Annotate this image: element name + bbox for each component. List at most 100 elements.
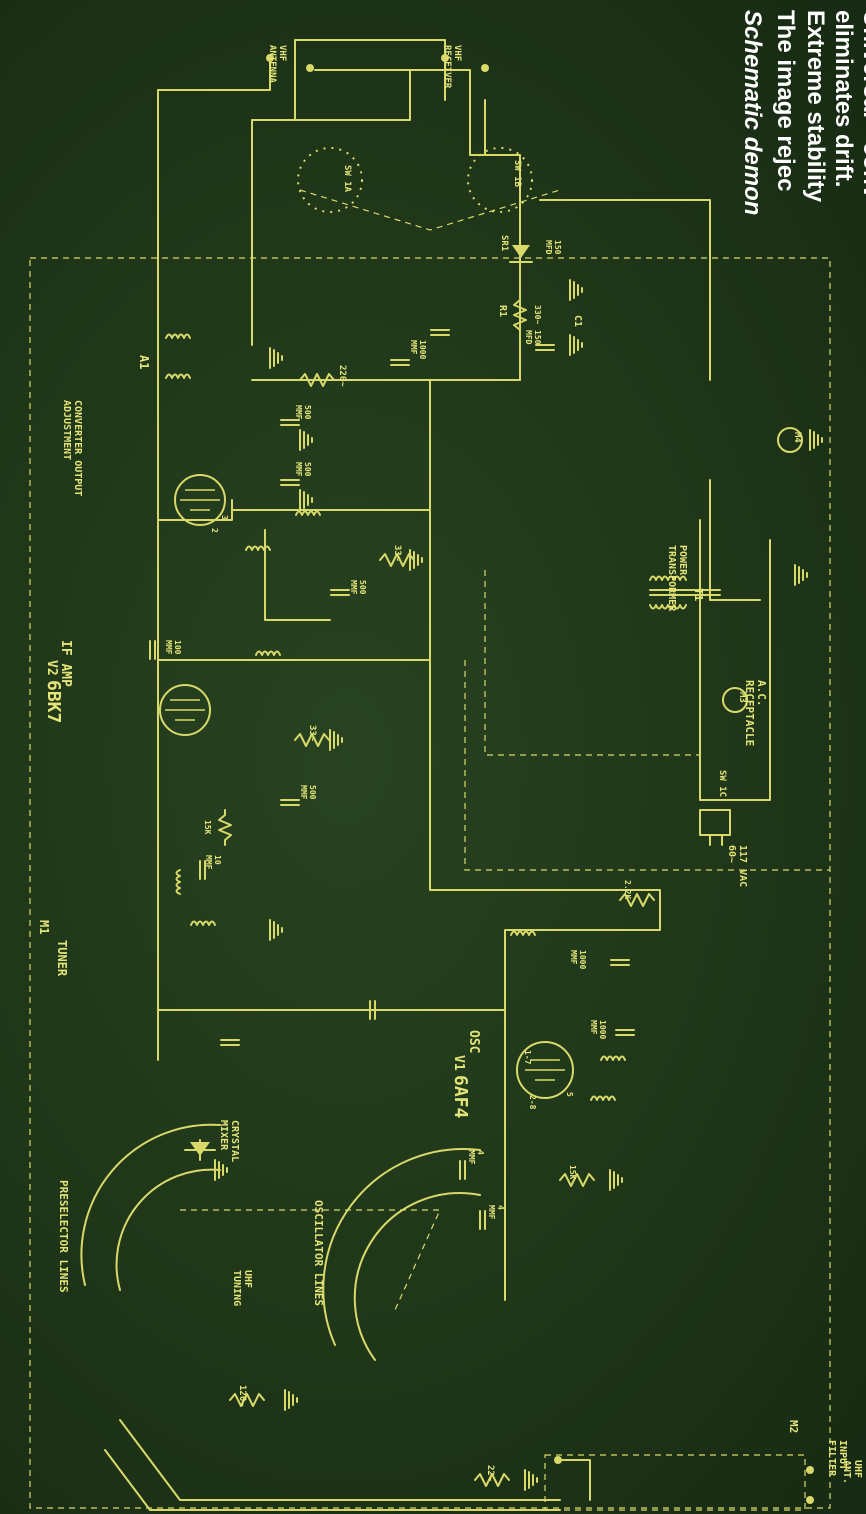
capacitor-150-a	[430, 329, 450, 336]
receptacle-ref: M3	[737, 692, 747, 703]
svg-text:CRYSTALMIXER: CRYSTALMIXER	[218, 1120, 240, 1162]
svg-text:INPUTFILTER: INPUTFILTER	[826, 1440, 848, 1477]
svg-text:The image rejec: The image rejec	[772, 10, 799, 191]
svg-text:eliminates drift.: eliminates drift.	[830, 10, 857, 187]
osc-choke-1	[510, 930, 536, 936]
sw1c-label: SW 1C	[717, 770, 727, 797]
osc-type: 6AF4	[450, 1075, 471, 1119]
svg-text:SW 1B: SW 1B	[512, 160, 522, 188]
capacitor-4-b	[479, 1210, 486, 1230]
input-filter-ref: M2	[787, 1420, 800, 1433]
transformer-ref: T1	[692, 588, 705, 602]
converter-output-label: CONVERTER OUTPUTADJUSTMENT	[61, 400, 83, 496]
transformer-secondary	[649, 604, 687, 610]
pin-3-label: 3	[220, 515, 229, 520]
preselector-arc-inner	[115, 1168, 221, 1291]
terminal-uhf-2	[806, 1496, 814, 1504]
ground-symbol	[794, 564, 808, 586]
r1-ref-label: R1	[497, 305, 508, 317]
ground-symbol	[299, 429, 313, 451]
svg-text:PRESELECTOR LINES: PRESELECTOR LINES	[57, 1180, 70, 1293]
tuner-label: TUNER	[55, 940, 69, 977]
ground-symbol	[569, 334, 583, 356]
crystal-mixer-label: CRYSTALMIXER	[218, 1120, 240, 1162]
capacitor-500-a	[280, 419, 300, 426]
preselector-label: PRESELECTOR LINES	[57, 1180, 70, 1293]
capacitor-4-a	[459, 1160, 466, 1180]
resistor-120	[229, 1393, 265, 1407]
caption-line-5: Universal—conv	[858, 10, 866, 199]
capacitor-500-c	[330, 589, 350, 596]
capacitor-1000	[390, 359, 410, 366]
c-4-b-label: 4MMF	[487, 1205, 505, 1220]
caption-line-4: eliminates drift.	[830, 10, 857, 187]
wire-plate	[157, 499, 233, 521]
r-15k-a-label: 15K	[203, 820, 212, 835]
wire-b-plus-down	[429, 379, 661, 1101]
svg-text:VHFANTENNA: VHFANTENNA	[267, 45, 287, 84]
svg-text:A.C.RECEPTACLE: A.C.RECEPTACLE	[743, 680, 768, 746]
r-33-b-label: 33~	[307, 725, 317, 742]
c-1000-osc-label: 1000MMF	[569, 950, 587, 969]
c-500-d-label: 500MMF	[299, 785, 317, 800]
wire-if	[157, 599, 431, 661]
sw1b-label: SW 1B	[512, 160, 522, 188]
c-500-b-label: 500MMF	[294, 462, 312, 477]
svg-text:SW 1A: SW 1A	[342, 165, 352, 193]
oscillator-arc-outer	[322, 1148, 481, 1346]
vhf-antenna-label: VHFANTENNA	[267, 45, 287, 84]
caption-line-1: Schematic demon	[739, 10, 766, 215]
c-500-c-label: 500MMF	[349, 580, 367, 595]
c-150-label: 150MFD	[544, 240, 562, 255]
svg-text:UHFANT.: UHFANT.	[841, 1460, 863, 1484]
switch-linkage-2	[464, 660, 830, 871]
r-33-a-label: 33~	[392, 545, 402, 562]
resistor-22	[474, 1473, 510, 1487]
input-filter-label: INPUTFILTER	[826, 1440, 848, 1477]
output-coil-1	[165, 333, 191, 339]
terminal-vhf-antenna-1	[266, 54, 274, 62]
resistor-33-b	[294, 733, 330, 747]
tuner-enclosure	[29, 257, 831, 1509]
caption-line-3: Extreme stability	[802, 10, 829, 203]
wire-top-1	[157, 59, 271, 91]
preselector-arc-outer	[80, 1123, 221, 1286]
svg-text:SW 1C: SW 1C	[717, 770, 727, 797]
wire-pilot	[709, 479, 761, 601]
resistor-r1	[513, 299, 527, 331]
if-amp-label: IF AMP	[58, 640, 73, 687]
capacitor-500-b	[280, 479, 300, 486]
ground-symbol	[299, 489, 313, 511]
ac-receptacle	[722, 687, 748, 713]
c-4-a-label: 4MMF	[467, 1150, 485, 1165]
ac-line-label: 117 VAC60~	[726, 845, 748, 887]
antenna-line-1	[119, 1419, 561, 1501]
ground-symbol	[269, 347, 283, 369]
r-15k-b-label: 15K	[568, 1165, 577, 1180]
resistor-220	[299, 373, 335, 387]
r-120-label: 120~	[237, 1385, 247, 1407]
sw1a-label: SW 1A	[342, 165, 352, 193]
svg-text:CONVERTER OUTPUTADJUSTMENT: CONVERTER OUTPUTADJUSTMENT	[61, 400, 83, 496]
ground-symbol	[269, 919, 283, 941]
ground-symbol	[524, 1469, 538, 1491]
wire-top-3	[294, 39, 446, 121]
wire-top-2	[251, 69, 411, 121]
ground-symbol	[569, 279, 583, 301]
ground-symbol	[284, 1389, 298, 1411]
ground-symbol	[329, 729, 343, 751]
c-150-b-label: 150MFD	[524, 330, 542, 345]
resistor-15k-a	[218, 809, 232, 846]
transformer-primary	[649, 575, 687, 581]
converter-ref: A1	[137, 355, 151, 369]
mixer-coil	[175, 869, 181, 895]
tuner-ref: M1	[37, 920, 51, 934]
uhf-antenna-label: UHFANT.	[841, 1460, 863, 1484]
if-amp-tube-1	[174, 474, 226, 526]
wafer-linkage	[299, 189, 561, 231]
if-amp-tube-2	[159, 684, 211, 736]
c-1000-top-label: 1000MMF	[409, 340, 427, 359]
uhf-tuning-label: UHFTUNING	[231, 1270, 253, 1306]
wire-power	[699, 519, 771, 801]
svg-text:Schematic demon: Schematic demon	[739, 10, 766, 215]
